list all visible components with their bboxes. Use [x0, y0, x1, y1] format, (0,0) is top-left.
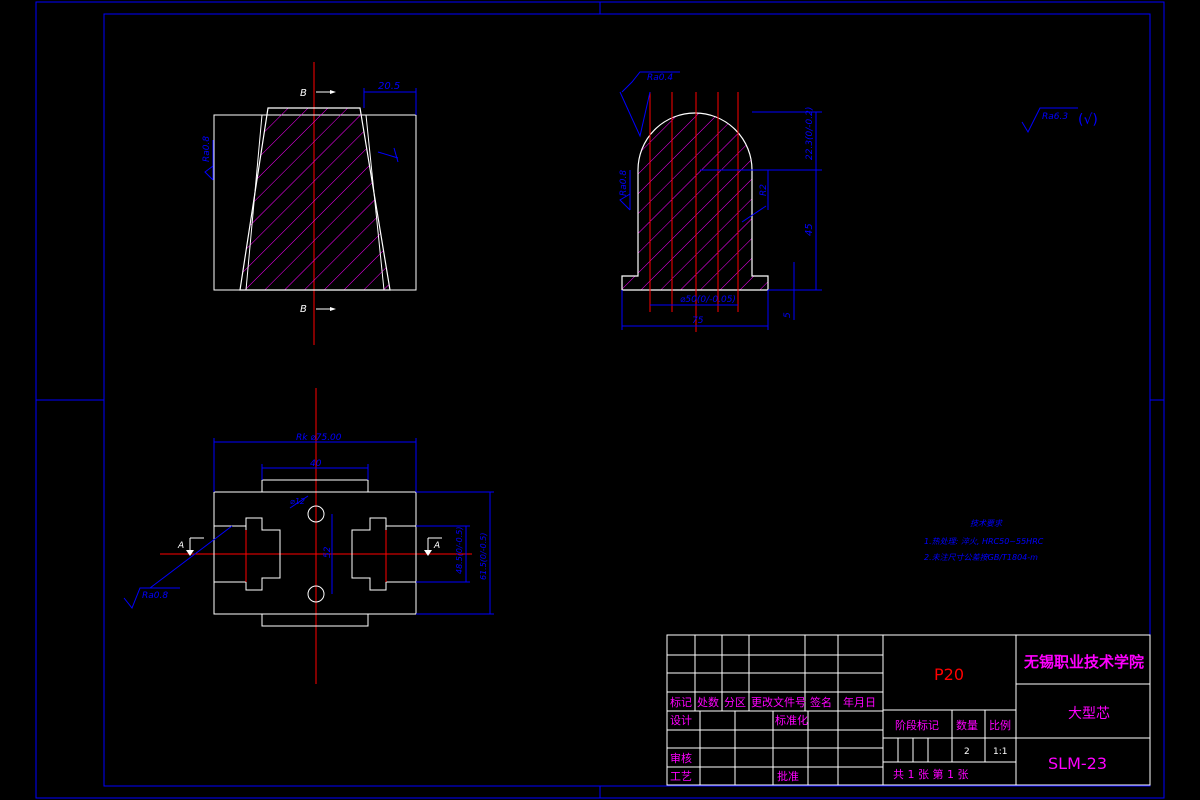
section-dim-top: 20.5 — [378, 81, 400, 92]
plan-view: Rk ⌀75.00 40 ⌀12 52 48.5(0/-0.5) 61.5(0/… — [123, 388, 494, 684]
side-core-profile — [621, 112, 769, 291]
side-dim-diameter: ⌀50(0/-0.05) — [680, 295, 736, 305]
label-quantity: 数量 — [956, 719, 978, 732]
side-dim-width: 75 — [692, 316, 704, 326]
label-standardize: 标准化 — [775, 713, 808, 727]
header-change-doc: 更改文件号 — [751, 695, 806, 709]
header-date: 年月日 — [843, 695, 876, 709]
plan-dim-right-1: 48.5(0/-0.5) — [455, 527, 464, 574]
drawing-number: SLM-23 — [1048, 754, 1107, 773]
plan-dim-center: 52 — [323, 546, 333, 558]
side-dim-small: R2 — [759, 184, 769, 196]
side-dim-base: 5 — [783, 312, 793, 318]
section-roughness-symbol: Ra0.8 — [202, 136, 214, 181]
label-approve: 批准 — [777, 769, 799, 783]
plan-dim-right-2: 61.5(0/-0.5) — [479, 533, 488, 580]
part-name: 大型芯 — [1068, 706, 1110, 722]
title-block-text: P20 无锡职业技术学院 大型芯 SLM-23 标记 处数 分区 更改文件号 签… — [670, 653, 1144, 783]
side-roughness-top-symbol: Ra0.4 — [619, 71, 680, 138]
plan-roughness-value: Ra0.8 — [142, 591, 168, 601]
side-view: 22.3(0/-0.2) 45 R2 5 ⌀50(0/-0.05) 75 Ra0… — [619, 71, 822, 332]
technical-notes: 技术要求 1.热处理: 淬火, HRC50~55HRC 2.未注尺寸公差按GB/… — [924, 519, 1044, 562]
label-design: 设计 — [670, 714, 692, 727]
quantity-value: 2 — [964, 747, 970, 757]
side-roughness-left-symbol: Ra0.8 — [619, 170, 631, 211]
label-review: 审核 — [670, 751, 692, 765]
school-name: 无锡职业技术学院 — [1023, 653, 1144, 671]
header-marks: 标记 — [670, 695, 692, 709]
general-roughness-check: (√) — [1078, 112, 1098, 128]
drawing-frame — [35, 1, 1165, 799]
general-roughness-value: Ra6.3 — [1042, 112, 1068, 122]
section-label-top: B — [300, 88, 307, 99]
part-number: P20 — [934, 665, 964, 684]
section-tapered-core — [239, 107, 391, 291]
label-scale: 比例 — [989, 718, 1011, 732]
section-label-bottom: B — [300, 304, 307, 315]
general-roughness: Ra6.3 (√) — [1021, 107, 1098, 134]
plan-roughness-symbol: Ra0.8 — [123, 525, 233, 609]
section-view: 20.5 B B Ra0.8 — [202, 62, 417, 345]
plan-section-label-right: A — [433, 541, 440, 551]
plan-section-label-left: A — [177, 541, 184, 551]
plan-dim-hole: ⌀12 — [290, 497, 305, 506]
plan-dim-inner: 40 — [310, 459, 322, 469]
label-process: 工艺 — [670, 770, 692, 783]
side-dim-height-main: 45 — [804, 223, 815, 236]
header-count: 处数 — [697, 696, 719, 709]
scale-value: 1:1 — [993, 747, 1007, 757]
header-sign: 签名 — [810, 695, 832, 709]
plan-hole-bottom — [307, 585, 325, 603]
plan-hole-top — [307, 505, 325, 523]
header-zone: 分区 — [724, 696, 746, 709]
plan-dim-overall: Rk ⌀75.00 — [296, 433, 342, 443]
label-stage-mark: 阶段标记 — [895, 718, 939, 732]
side-dim-height-upper: 22.3(0/-0.2) — [805, 107, 815, 160]
side-roughness-top-value: Ra0.4 — [647, 73, 673, 83]
sheet-count: 共 1 张 第 1 张 — [893, 767, 968, 781]
title-block — [666, 634, 1151, 786]
side-roughness-left-value: Ra0.8 — [619, 170, 629, 196]
notes-title: 技术要求 — [970, 519, 1003, 528]
notes-line-2: 2.未注尺寸公差按GB/T1804-m — [924, 553, 1038, 562]
section-roughness-value: Ra0.8 — [202, 136, 212, 162]
notes-line-1: 1.热处理: 淬火, HRC50~55HRC — [924, 537, 1044, 546]
